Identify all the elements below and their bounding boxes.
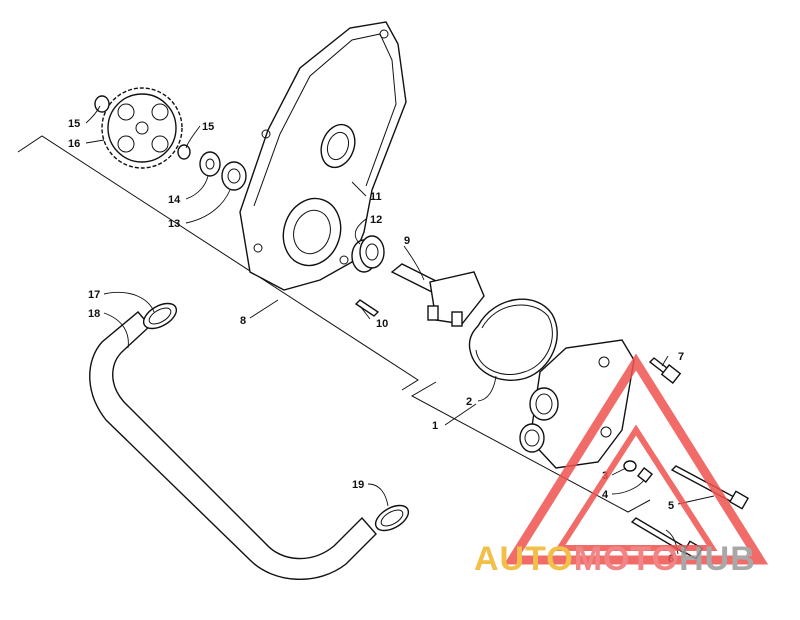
watermark-triangle-logo [503,353,769,565]
snap-ring-upper [94,95,110,113]
assembly-frame-lines [17,135,651,513]
watermark-word-auto: AUTO [474,540,574,578]
callout-17: 17 [88,289,100,301]
callout-13: 13 [168,218,180,230]
o-ring-gasket [468,298,558,381]
bolt-small [636,466,654,484]
svg-text:AUTOMOTOHUB: AUTOMOTOHUB [474,540,756,578]
washer-small [623,460,637,472]
callout-18: 18 [88,308,100,320]
callout-1: 1 [432,420,438,432]
watermark-word-hub: HUB [679,540,756,578]
callout-19: 19 [352,479,364,491]
callout-2: 2 [466,396,472,408]
drive-gear [101,87,183,169]
callout-16: 16 [68,138,80,150]
roll-pin [354,299,380,317]
callout-11: 11 [370,191,382,203]
callout-14: 14 [168,194,181,206]
bolt-short-top [648,357,682,385]
watermark-word-moto: MOTO [574,540,679,578]
callout-8: 8 [240,315,246,327]
leader-lines [85,105,715,555]
water-pump-housing [519,339,635,469]
impeller-shaft [390,263,485,327]
hose-clamp-upper [142,302,178,330]
callout-12: 12 [370,214,382,226]
bearing [221,161,247,191]
seal [351,235,385,273]
callout-15-upper: 15 [68,118,80,130]
washer [199,151,221,177]
snap-ring-lower [177,144,191,160]
automotohub-watermark: AUTOMOTOHUB [474,353,769,578]
coolant-hose [89,311,377,581]
callout-5: 5 [668,500,674,512]
cover-plate [239,21,407,291]
callout-10: 10 [376,318,388,330]
hose-clamp-lower [374,504,410,532]
callout-15-lower: 15 [202,121,214,133]
callout-4: 4 [602,489,609,501]
callout-7: 7 [678,351,684,363]
callout-9: 9 [404,235,410,247]
